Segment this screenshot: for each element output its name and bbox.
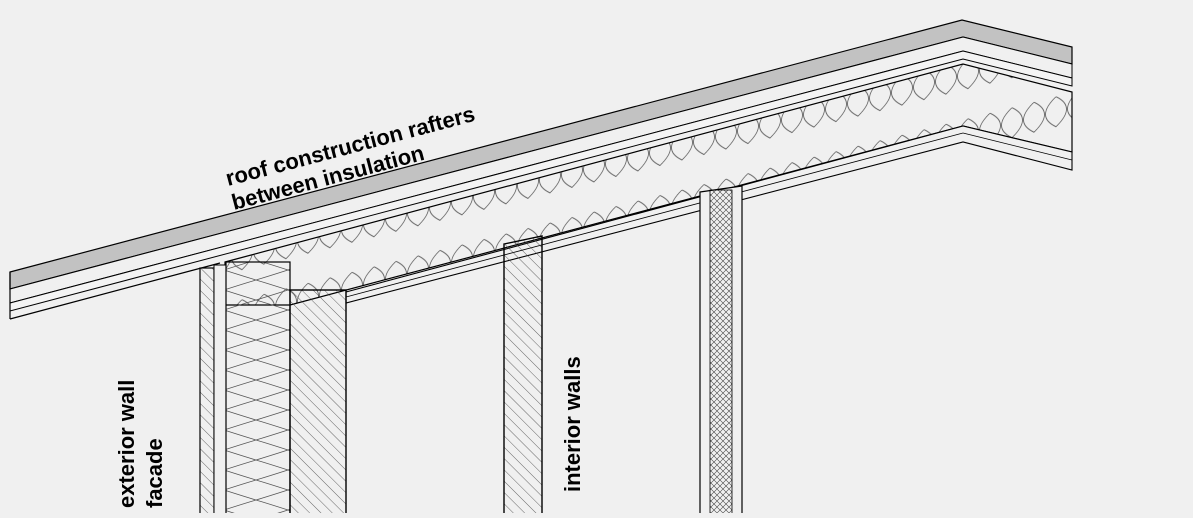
roof-assembly <box>9 19 1073 320</box>
interior-walls <box>503 185 743 518</box>
lining-line <box>962 132 1073 161</box>
exterior-wall-label-line1: exterior wall <box>114 380 139 508</box>
wall-structure <box>289 289 347 518</box>
interior-wall-1 <box>503 235 543 518</box>
lining-line <box>345 132 964 298</box>
interior-walls-label: interior walls <box>560 356 585 492</box>
exterior-wall-label-line2: facade <box>142 438 167 508</box>
roof-edge-line <box>9 262 221 320</box>
wall-insulation <box>225 261 291 518</box>
interior-wall-2-core <box>709 189 733 518</box>
exterior-wall <box>199 261 347 518</box>
facade-cladding <box>199 267 215 518</box>
facade-air-gap <box>213 264 227 518</box>
